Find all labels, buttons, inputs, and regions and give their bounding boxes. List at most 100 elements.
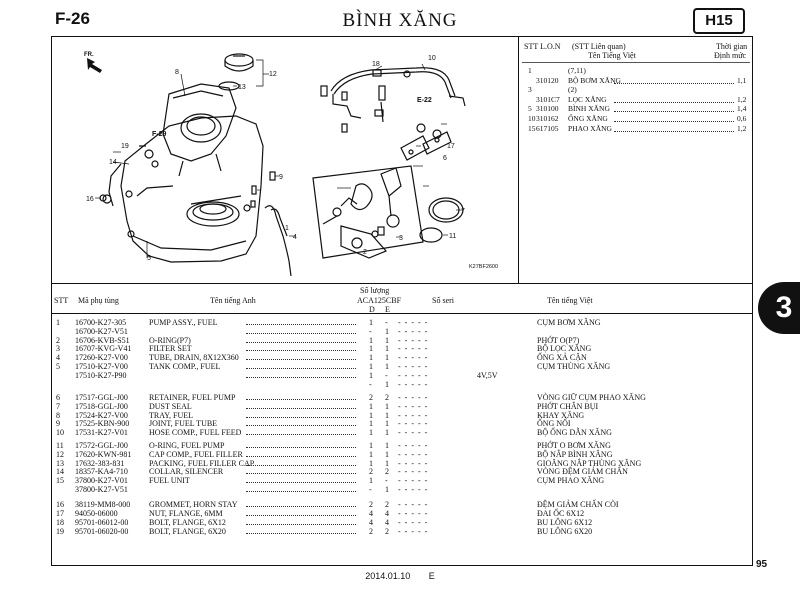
legend-name: (7,11) bbox=[568, 66, 586, 75]
callout-5: 5 bbox=[147, 255, 151, 262]
serial-dashes: - - - - - bbox=[398, 336, 429, 345]
legend-code: 617105 bbox=[536, 123, 559, 133]
cell-qty-e: 1 bbox=[385, 336, 389, 345]
cell-stt: 13 bbox=[56, 459, 64, 468]
cell-part-number: 17531-K27-V01 bbox=[75, 428, 128, 437]
diagram-code: K27BF2600 bbox=[469, 264, 498, 270]
cell-stt: 16 bbox=[56, 500, 64, 509]
legend-no: 5 bbox=[528, 104, 532, 114]
leader-dots bbox=[246, 485, 356, 492]
serial-dashes: - - - - - bbox=[398, 393, 429, 402]
cell-qty-e: - bbox=[385, 318, 388, 327]
table-row: -1- - - - - bbox=[0, 380, 800, 389]
cell-qty-e: 1 bbox=[385, 402, 389, 411]
legend-name: (2) bbox=[568, 85, 577, 95]
cell-part-number: 17260-K27-V00 bbox=[75, 353, 128, 362]
cell-part-number: 16706-KVB-S51 bbox=[75, 336, 130, 345]
cell-qty-d: 1 bbox=[369, 336, 373, 345]
cell-part-number: 17620-KWN-981 bbox=[75, 450, 132, 459]
cell-qty-e: 2 bbox=[385, 393, 389, 402]
legend-leader-dots bbox=[614, 95, 734, 103]
cell-vietnamese-name: ỐNG XẢ CẶN bbox=[537, 353, 587, 362]
cell-vietnamese-name: KHAY XĂNG bbox=[537, 411, 585, 420]
cell-qty-d: 1 bbox=[369, 476, 373, 485]
cell-stt: 6 bbox=[56, 393, 60, 402]
cell-stt: 3 bbox=[56, 344, 60, 353]
serial-dashes: - - - - - bbox=[398, 419, 429, 428]
legend-name: ỐNG XĂNG bbox=[568, 114, 608, 123]
legend-no: 15 bbox=[528, 123, 536, 133]
legend-header-line bbox=[522, 62, 750, 63]
table-h-d: D bbox=[369, 305, 375, 314]
table-h-e: E bbox=[385, 305, 390, 314]
serial-dashes: - - - - - bbox=[398, 450, 429, 459]
cell-vietnamese-name: VÒNG GIỮ CỤM PHAO XĂNG bbox=[537, 393, 646, 402]
callout-17: 17 bbox=[447, 143, 455, 150]
cell-stt: 7 bbox=[56, 402, 60, 411]
legend-time: 1,2 bbox=[737, 94, 747, 104]
legend-time: 1,2 bbox=[737, 123, 747, 133]
callout-8: 8 bbox=[175, 69, 179, 76]
fuel-cap-icon bbox=[218, 53, 254, 91]
cell-part-number: 17518-GGL-J00 bbox=[75, 402, 128, 411]
cell-part-number: 17510-K27-V00 bbox=[75, 362, 128, 371]
cell-english-name: RETAINER, FUEL PUMP bbox=[149, 393, 236, 402]
cell-qty-e: 1 bbox=[385, 380, 389, 389]
cell-english-name: BOLT, FLANGE, 6X20 bbox=[149, 527, 226, 536]
cell-qty-d: 2 bbox=[369, 467, 373, 476]
leader-dots bbox=[246, 411, 356, 418]
cell-stt: 2 bbox=[56, 336, 60, 345]
leader-dots bbox=[246, 393, 356, 400]
cell-part-number: 17632-383-831 bbox=[75, 459, 125, 468]
callout-9: 9 bbox=[279, 174, 283, 181]
table-h-serial: Số seri bbox=[432, 296, 454, 305]
cell-part-number: 16707-KVG-V41 bbox=[75, 344, 132, 353]
legend-name: PHAO XĂNG bbox=[568, 123, 612, 133]
cell-vietnamese-name: CỤM PHAO XĂNG bbox=[537, 476, 605, 485]
serial-dashes: - - - - - bbox=[398, 327, 429, 336]
table-h-en: Tên tiếng Anh bbox=[210, 296, 256, 305]
callout-7: 7 bbox=[461, 208, 465, 215]
cell-vietnamese-name: CỤM BƠM XĂNG bbox=[537, 318, 601, 327]
flange-nut-icon bbox=[416, 123, 442, 139]
footer: 2014.01.10 E bbox=[0, 571, 800, 581]
cell-vietnamese-name: BU LÔNG 6X20 bbox=[537, 527, 593, 536]
cell-part-number: 94050-06000 bbox=[75, 509, 118, 518]
callout-4: 4 bbox=[293, 234, 297, 241]
cell-vietnamese-name: BỘ LỌC XĂNG bbox=[537, 344, 592, 353]
table-h-qty2: ACA125CBF bbox=[357, 296, 402, 305]
cell-qty-e: 1 bbox=[385, 344, 389, 353]
legend-code: 310120 bbox=[536, 75, 559, 85]
serial-dashes: - - - - - bbox=[398, 500, 429, 509]
cell-stt: 18 bbox=[56, 518, 64, 527]
cell-part-number: 16700-K27-305 bbox=[75, 318, 127, 327]
legend-name: BỘ BƠM XĂNG bbox=[568, 75, 621, 85]
legend-no: 1 bbox=[528, 66, 532, 75]
parts-diagram: FR. 1 2 3 4 5 6 7 8 9 10 11 12 13 14 16 … bbox=[84, 52, 498, 277]
cell-qty-e: 1 bbox=[385, 441, 389, 450]
cell-english-name: JOINT, FUEL TUBE bbox=[149, 419, 218, 428]
cell-qty-d: 4 bbox=[369, 518, 373, 527]
callout-12: 12 bbox=[269, 71, 277, 78]
cell-part-number: 17524-K27-V00 bbox=[75, 411, 128, 420]
serial-dashes: - - - - - bbox=[398, 467, 429, 476]
leader-dots bbox=[246, 476, 356, 483]
cell-qty-d: 1 bbox=[369, 344, 373, 353]
table-h-qty1: Số lượng bbox=[360, 286, 390, 295]
cell-qty-d: 1 bbox=[369, 402, 373, 411]
fuel-tray-icon bbox=[162, 83, 237, 177]
leader-dots bbox=[246, 336, 356, 343]
callout-10: 10 bbox=[428, 55, 436, 62]
leader-dots bbox=[246, 402, 356, 409]
cell-part-number: 17572-GGL-J00 bbox=[75, 441, 128, 450]
cell-english-name: PUMP ASSY., FUEL bbox=[149, 318, 218, 327]
